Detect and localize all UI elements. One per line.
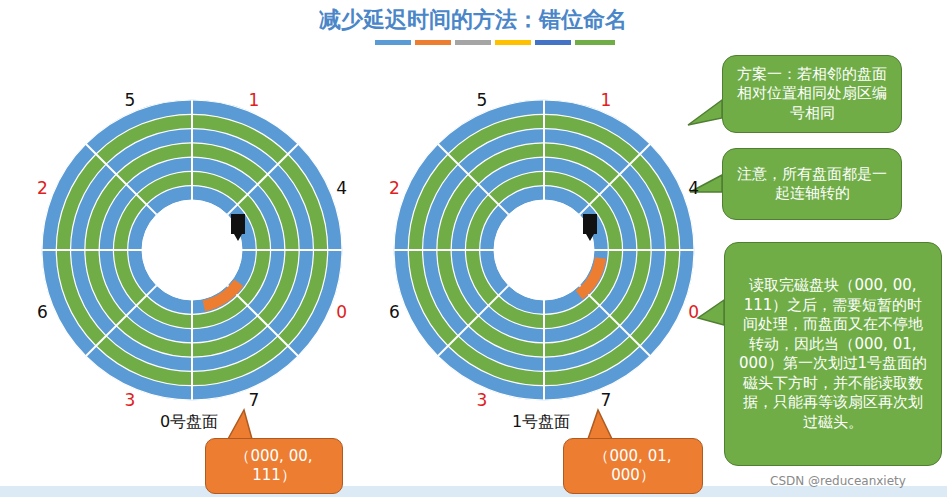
sector-line (227, 144, 298, 215)
callout-text: 读取完磁盘块（000, 00, 111）之后，需要短暂的时间处理，而盘面又在不停… (737, 276, 929, 432)
sector-number: 0 (688, 302, 699, 322)
block-address-box: （000, 01, 000） (563, 438, 703, 494)
callout-text: （000, 01, 000） (572, 447, 694, 485)
sector-number: 5 (477, 90, 488, 110)
sector-line (438, 285, 509, 356)
spindle-hole (494, 200, 594, 300)
callout-text: （000, 00, 111） (214, 447, 334, 485)
disk-platter (394, 100, 694, 400)
sector-number: 6 (37, 302, 48, 322)
block-address-box: （000, 00, 111） (205, 438, 343, 494)
platter-label: 0号盘面 (160, 412, 218, 433)
spindle-hole (142, 200, 242, 300)
sector-number: 3 (125, 390, 136, 410)
sector-number: 1 (601, 90, 612, 110)
title-color-bar (375, 40, 615, 45)
disk-head (583, 214, 597, 241)
highlighted-sector (579, 258, 600, 295)
sector-line (242, 249, 342, 251)
sector-number: 6 (389, 302, 400, 322)
callout-text-group: （000, 01, 000） (572, 447, 694, 485)
sector-number: 7 (249, 390, 260, 410)
note-callout: 读取完磁盘块（000, 00, 111）之后，需要短暂的时间处理，而盘面又在不停… (724, 242, 942, 466)
sector-number: 7 (601, 390, 612, 410)
title: 减少延迟时间的方法：错位命名 (319, 5, 627, 35)
disk-head (231, 214, 245, 241)
sector-line (438, 144, 509, 215)
sector-number: 4 (336, 178, 347, 198)
callout-text: 方案一：若相邻的盘面相对位置相同处扇区编号相同 (735, 65, 889, 124)
sector-line (543, 100, 545, 200)
sector-number: 3 (477, 390, 488, 410)
sector-line (543, 300, 545, 400)
sector-line (594, 249, 694, 251)
sector-line (579, 144, 650, 215)
sector-number: 0 (336, 302, 347, 322)
sector-number: 2 (389, 178, 400, 198)
sector-number: 5 (125, 90, 136, 110)
sector-number: 4 (688, 178, 699, 198)
track-border (394, 100, 694, 400)
callout-text-group: 方案一：若相邻的盘面相对位置相同处扇区编号相同 (735, 65, 889, 124)
note-callout: 方案一：若相邻的盘面相对位置相同处扇区编号相同 (722, 55, 902, 133)
track-border (42, 100, 342, 400)
disk-platter (42, 100, 342, 400)
callout-tails (228, 100, 724, 439)
sector-line (86, 144, 157, 215)
sector-line (394, 249, 494, 251)
callout-text: 注意，所有盘面都是一起连轴转的 (735, 165, 889, 204)
platter-label: 1号盘面 (512, 412, 570, 433)
sector-number: 1 (249, 90, 260, 110)
sector-line (191, 100, 193, 200)
note-callout: 注意，所有盘面都是一起连轴转的 (722, 148, 902, 220)
highlighted-sector (204, 283, 239, 306)
watermark: CSDN @reduceanxiety (770, 474, 906, 488)
callout-text-group: （000, 00, 111） (214, 447, 334, 485)
callout-text-group: 读取完磁盘块（000, 00, 111）之后，需要短暂的时间处理，而盘面又在不停… (737, 276, 929, 432)
sector-line (579, 285, 650, 356)
sector-line (227, 285, 298, 356)
sector-number: 2 (37, 178, 48, 198)
sector-line (42, 249, 142, 251)
sector-line (86, 285, 157, 356)
callout-text-group: 注意，所有盘面都是一起连轴转的 (735, 165, 889, 204)
sector-line (191, 300, 193, 400)
